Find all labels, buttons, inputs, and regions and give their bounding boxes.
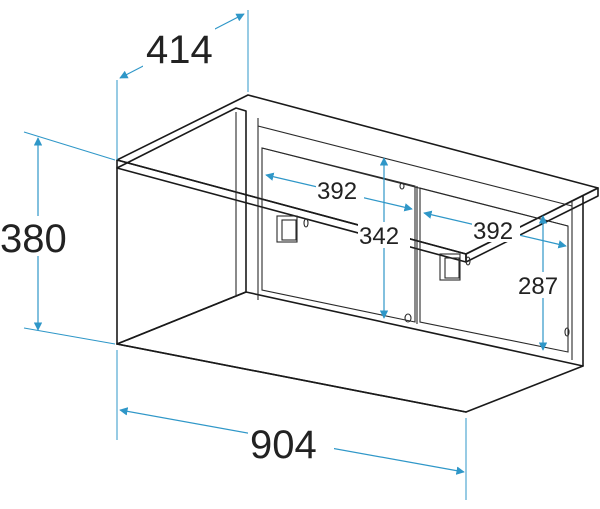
bottom-shelf xyxy=(116,291,584,413)
top-panel-front-edge xyxy=(116,159,467,263)
right-door-hinge-icon xyxy=(439,253,471,281)
left-door-hinge-icon xyxy=(276,215,309,243)
left-door-knob-icon xyxy=(404,313,412,323)
extension-lines xyxy=(23,10,467,500)
inner-height-left-label: 342 xyxy=(359,223,399,250)
cabinet-outline xyxy=(116,94,599,413)
top-panel xyxy=(116,94,599,255)
inner-height-right-label: 287 xyxy=(518,273,558,300)
bottom-front-edge xyxy=(116,343,467,413)
height-label: 380 xyxy=(0,217,67,261)
inner-width-right-label: 392 xyxy=(473,218,513,245)
inner-top-rail xyxy=(257,125,573,207)
right-door-knob-icon xyxy=(564,327,570,337)
width-label: 904 xyxy=(250,423,317,467)
inner-width-left-label: 392 xyxy=(317,178,357,205)
left-side-panel xyxy=(116,107,247,345)
right-glass-door xyxy=(419,187,569,353)
depth-label: 414 xyxy=(146,28,213,72)
